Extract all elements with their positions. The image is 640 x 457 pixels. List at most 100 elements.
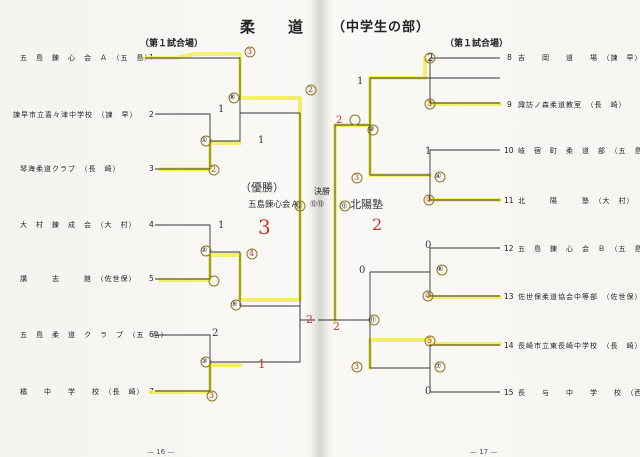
- winner-score: 3: [258, 215, 271, 239]
- match-number: ⑪: [369, 316, 376, 324]
- highlight-path: [158, 253, 302, 302]
- right-entry-no: 13: [504, 292, 514, 301]
- right-entry-name: 諏訪ノ森柔道教室 （長 崎）: [518, 101, 627, 109]
- bracket-line: [370, 247, 500, 297]
- left-entry-no: 5: [149, 274, 154, 283]
- pencil-score: 1: [425, 146, 432, 157]
- bracket-line: [155, 334, 240, 363]
- pencil-score: 1: [258, 357, 266, 371]
- pencil-score: 2: [333, 320, 340, 333]
- left-entry-name: 橘 中 学 校 （長 崎）: [20, 388, 145, 396]
- pencil-score: 0: [425, 240, 432, 251]
- match-number: ④: [435, 172, 442, 180]
- pencil-score: 1: [357, 76, 364, 87]
- bracket-line: [239, 252, 301, 363]
- right-entry-no: 10: [504, 146, 514, 155]
- bracket-line: [369, 77, 430, 175]
- match-number: ①: [201, 136, 208, 144]
- circled-score: 2: [308, 85, 314, 94]
- highlight-path: [368, 123, 432, 177]
- match-number: ⑬: [340, 202, 347, 210]
- bracket-line: [155, 113, 241, 142]
- bracket-line: [155, 362, 211, 392]
- right-entry-name: 長 与 中 学 校 （西彼杵）: [518, 389, 640, 397]
- left-entry-no: 6: [149, 330, 154, 339]
- pencil-score: 1: [218, 104, 225, 115]
- match-number: ⑥: [437, 265, 444, 273]
- circled-score: 3: [427, 99, 433, 108]
- circled-score: 4: [426, 195, 432, 204]
- circled-score: 4: [425, 291, 431, 300]
- left-entry-name: 講 志 館 （佐世保）: [20, 275, 137, 283]
- match-number: ⑩: [368, 125, 375, 133]
- left-entry-name: 琴海柔道クラブ （長 崎）: [20, 165, 121, 173]
- highlight-path: [143, 52, 302, 302]
- highlighter-marks: [143, 52, 502, 394]
- bracket-line: [155, 224, 240, 253]
- runnerup-score: 2: [372, 215, 383, 234]
- right-entry-name: 長崎市立東長崎中学校 （長 崎）: [518, 342, 640, 350]
- bracket-lines: [145, 57, 500, 393]
- winner-caption: （優勝）: [240, 181, 284, 194]
- pencil-score: 1: [258, 135, 265, 146]
- left-venue: （第１試合場）: [140, 39, 204, 49]
- bracket-line: [369, 272, 500, 393]
- left-page-number: — 16 —: [147, 448, 175, 456]
- match-circles: [200, 46, 448, 402]
- match-number: ⑧: [229, 93, 236, 101]
- bracket-line: [299, 113, 315, 321]
- left-entry-name: 五 島 柔 道 ク ラ ブ （五 島）: [20, 331, 169, 339]
- right-entry-no: 8: [507, 53, 512, 62]
- circled-score: 3: [354, 173, 360, 182]
- pencil-score: 1: [218, 220, 225, 231]
- right-entry-name: 吉 岡 道 場 （諫 早）: [518, 54, 640, 62]
- right-entry-name: 北 陽 塾 （大 村）: [518, 197, 635, 205]
- circled-score: 2: [336, 115, 343, 126]
- pencil-score: 0: [359, 265, 366, 276]
- right-entry-no: 15: [504, 388, 514, 397]
- bracket-line: [370, 149, 500, 201]
- left-entry-name: 諫早市立喜々津中学校 （諫 早）: [13, 111, 138, 119]
- circled-score: 5: [427, 336, 433, 345]
- sport-title: 柔 道: [240, 18, 305, 36]
- right-entry-no: 12: [504, 244, 514, 253]
- bracket-line: [318, 124, 370, 321]
- final-match-nos: ⑫⑬: [310, 200, 324, 208]
- right-entry-no: 9: [507, 100, 512, 109]
- match-number: ②: [201, 246, 208, 254]
- runnerup-name: 北陽塾: [350, 198, 383, 211]
- circled-score: 4: [249, 249, 255, 258]
- circled-score: 3: [354, 362, 360, 371]
- right-entry-name: 五 島 錬 心 会 Ｂ （五 島）: [518, 245, 640, 253]
- winner-name: 五島錬心会Ａ: [248, 200, 300, 210]
- highlight-path: [148, 363, 242, 394]
- match-number: ⑫: [295, 202, 302, 210]
- left-entry-name: 大 村 錬 成 会 （大 村）: [20, 221, 137, 229]
- right-entry-no: 11: [504, 196, 514, 205]
- pencil-score: 2: [306, 313, 313, 326]
- pencil-score: 2: [212, 328, 219, 339]
- match-number: ⑦: [435, 362, 442, 370]
- right-page-number: — 17 —: [470, 448, 498, 456]
- circled-score: 3: [209, 391, 215, 400]
- bracket-line: [155, 252, 211, 280]
- left-entry-no: 2: [149, 110, 154, 119]
- right-entry-name: 佐世保柔道協会中等部 （佐世保）: [518, 293, 640, 301]
- highlight-path: [158, 141, 242, 171]
- match-number: ⑨: [231, 300, 238, 308]
- left-entry-name: 五 島 錬 心 会 Ａ （五 島）: [20, 54, 153, 62]
- circled-score: 3: [247, 47, 253, 56]
- highlight-path: [368, 338, 432, 370]
- right-venue: （第１試合場）: [445, 39, 509, 49]
- right-entry-no: 14: [504, 341, 514, 350]
- left-entry-no: 4: [149, 220, 154, 229]
- bracket-line: [145, 57, 300, 114]
- highlight-path: [333, 56, 427, 322]
- circled-score: 2: [211, 165, 217, 174]
- bracket-line: [429, 57, 500, 104]
- bracket-line: [155, 141, 211, 170]
- pencil-score: 0: [425, 386, 432, 397]
- match-number: ③: [201, 357, 208, 365]
